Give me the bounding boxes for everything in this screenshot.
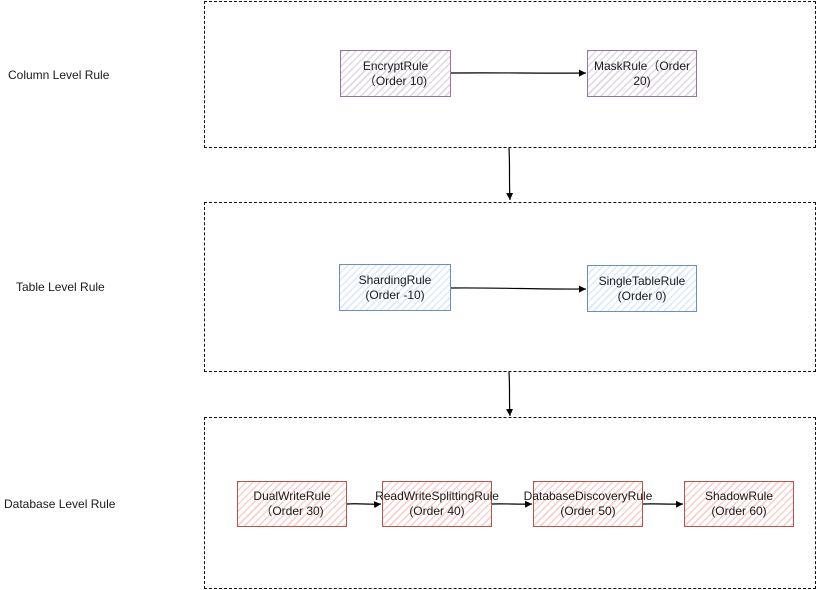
database-level-label: Database Level Rule bbox=[4, 497, 116, 511]
arrow-column-to-table-level bbox=[506, 147, 514, 201]
read-write-splitting-rule-node[interactable]: ReadWriteSplittingRule (Order 40) bbox=[375, 481, 499, 527]
table-level-label: Table Level Rule bbox=[16, 280, 105, 294]
single-table-rule-node[interactable]: SingleTableRule (Order 0) bbox=[587, 265, 697, 312]
arrow-table-to-database-level bbox=[506, 371, 514, 417]
column-level-label: Column Level Rule bbox=[8, 68, 110, 82]
database-level-group[interactable] bbox=[204, 417, 816, 589]
shadow-rule-node[interactable]: ShadowRule (Order 60) bbox=[684, 481, 794, 527]
table-level-group[interactable] bbox=[204, 202, 816, 372]
encrypt-rule-node[interactable]: EncryptRule （Order 10) bbox=[340, 50, 451, 97]
database-discovery-rule-node[interactable]: DatabaseDiscoveryRule (Order 50) bbox=[524, 481, 652, 527]
column-level-group[interactable] bbox=[204, 1, 816, 148]
mask-rule-node[interactable]: MaskRule（Order 20) bbox=[587, 50, 697, 97]
sharding-rule-node[interactable]: ShardingRule (Order -10) bbox=[339, 264, 451, 311]
dual-write-rule-node[interactable]: DualWriteRule （Order 30) bbox=[237, 481, 347, 527]
